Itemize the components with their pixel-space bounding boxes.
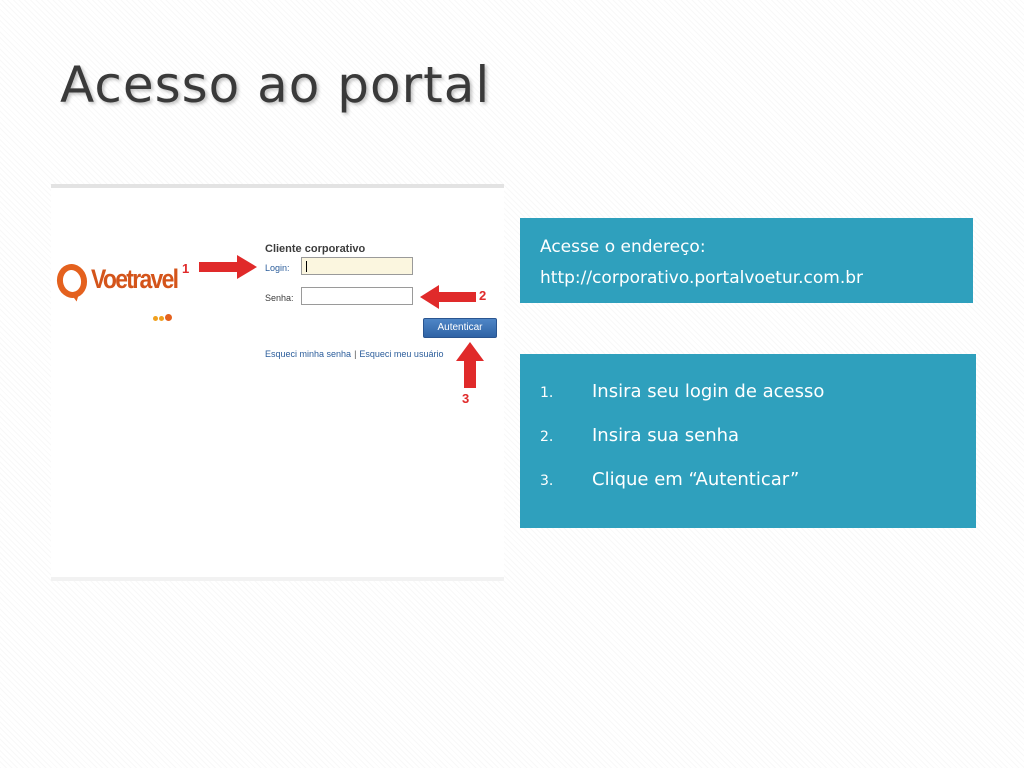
slide-title: Acesso ao portal <box>60 56 491 114</box>
step-text: Insira sua senha <box>592 425 740 446</box>
address-box: Acesse o endereço: http://corporativo.po… <box>520 218 973 303</box>
forgot-user-link[interactable]: Esqueci meu usuário <box>359 349 444 359</box>
step-number: 2. <box>540 429 554 445</box>
text-cursor <box>306 261 307 272</box>
senha-label: Senha: <box>265 293 294 303</box>
steps-box: 1. Insira seu login de acesso 2. Insira … <box>520 354 976 528</box>
logo-pin-icon <box>54 261 90 301</box>
callout-3: 3 <box>462 391 470 406</box>
step-text: Clique em “Autenticar” <box>592 469 800 490</box>
arrow-right-icon <box>199 255 257 279</box>
logo-text: Voetravel <box>91 264 179 294</box>
login-input[interactable] <box>301 257 413 275</box>
callout-2: 2 <box>479 288 487 303</box>
callout-1: 1 <box>182 261 190 276</box>
step-number: 1. <box>540 385 554 401</box>
login-label: Login: <box>265 263 290 273</box>
forgot-links: Esqueci minha senha|Esqueci meu usuário <box>265 349 443 359</box>
link-separator: | <box>354 349 357 359</box>
autenticar-button[interactable]: Autenticar <box>423 318 497 338</box>
step-number: 3. <box>540 473 554 489</box>
step-item: 3. Clique em “Autenticar” <box>540 469 976 513</box>
address-url: http://corporativo.portalvoetur.com.br <box>540 268 864 288</box>
step-item: 2. Insira sua senha <box>540 425 976 469</box>
logo-dots-icon <box>153 306 173 325</box>
forgot-password-link[interactable]: Esqueci minha senha <box>265 349 352 359</box>
arrow-left-icon <box>420 285 476 309</box>
portal-screenshot: Voetravel Cliente corporativo Login: Sen… <box>51 184 504 581</box>
step-item: 1. Insira seu login de acesso <box>540 381 976 425</box>
step-text: Insira seu login de acesso <box>592 381 825 402</box>
form-title: Cliente corporativo <box>265 243 366 255</box>
steps-list: 1. Insira seu login de acesso 2. Insira … <box>540 381 976 513</box>
voetravel-logo: Voetravel <box>54 260 185 321</box>
address-label: Acesse o endereço: <box>540 237 706 257</box>
senha-input[interactable] <box>301 287 413 305</box>
arrow-up-icon <box>456 342 484 388</box>
